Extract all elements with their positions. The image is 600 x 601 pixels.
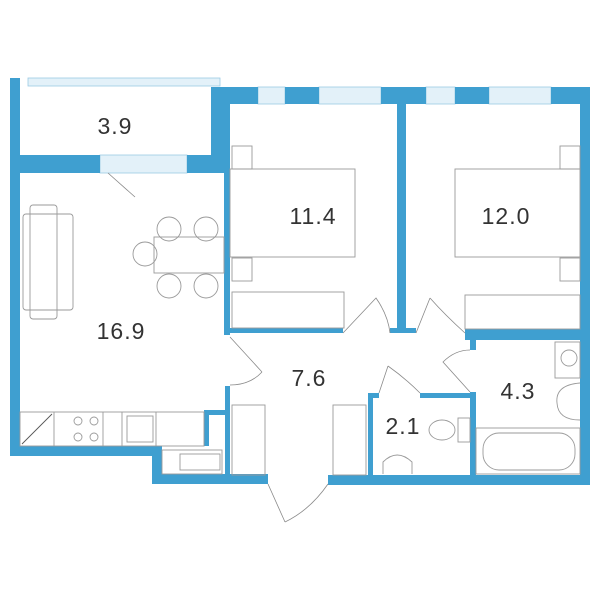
room-area-toilet: 2.1 [386, 413, 421, 439]
window [425, 86, 456, 105]
room-area-bathroom: 4.3 [501, 378, 536, 404]
kitchen-counter [19, 411, 223, 475]
doors [107, 172, 471, 523]
room-area-bedroom-1: 11.4 [289, 203, 336, 229]
bed-2 [454, 145, 581, 330]
toilet-fixtures [382, 417, 471, 474]
window [318, 86, 382, 105]
window [257, 86, 286, 105]
room-area-balcony: 3.9 [98, 113, 133, 139]
balcony-door-window [99, 154, 188, 174]
balcony-glazing [27, 77, 221, 87]
room-area-hallway: 7.6 [292, 365, 327, 391]
bed-1 [229, 145, 356, 329]
furniture [19, 145, 581, 476]
wardrobe [231, 404, 266, 476]
walls [10, 78, 590, 485]
room-area-living-kitchen: 16.9 [97, 318, 146, 344]
wardrobe [332, 404, 367, 476]
bathroom-fixtures [475, 341, 581, 475]
dining-table [132, 216, 225, 299]
room-area-bedroom-2: 12.0 [482, 203, 531, 229]
room-labels: 3.9 11.4 12.0 16.9 7.6 2.1 4.3 [97, 113, 536, 439]
sofa [22, 213, 74, 311]
window [488, 86, 552, 105]
